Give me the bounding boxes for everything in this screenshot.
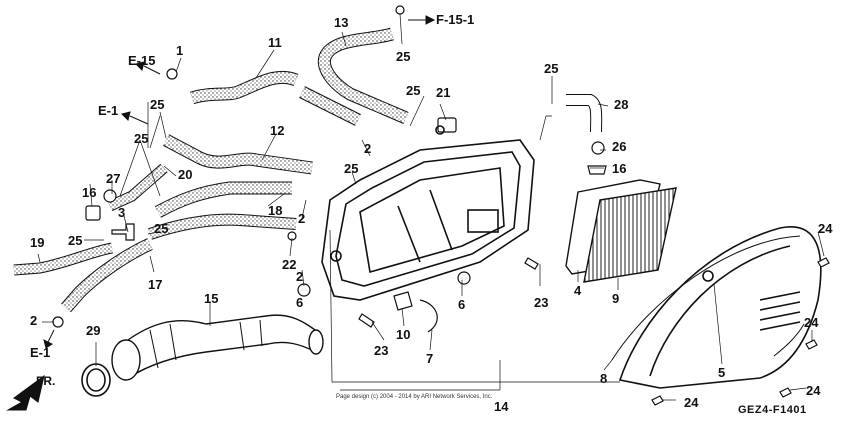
part-label-24: 24 <box>806 383 821 398</box>
fittings <box>52 5 607 328</box>
part-label-25: 25 <box>68 233 83 248</box>
part-label-10: 10 <box>396 327 411 342</box>
part-label-2: 2 <box>364 141 372 156</box>
reference-e-1[interactable]: E-1 <box>98 103 119 118</box>
part-label-6: 6 <box>458 297 466 312</box>
diagram-code: GEZ4-F1401 <box>738 404 807 416</box>
band-29 <box>81 363 111 397</box>
part-label-1: 1 <box>176 43 184 58</box>
part-label-24: 24 <box>684 395 699 410</box>
bolts <box>358 257 830 406</box>
part-label-5: 5 <box>718 365 726 380</box>
filter-element <box>583 187 677 283</box>
part-label-4: 4 <box>574 283 582 298</box>
part-label-29: 29 <box>86 323 101 338</box>
part-label-8: 8 <box>600 371 608 386</box>
hose-13 <box>317 27 409 124</box>
part-label-25: 25 <box>406 83 421 98</box>
part-label-7: 7 <box>426 351 434 366</box>
part-label-26: 26 <box>612 139 627 154</box>
part-label-18: 18 <box>268 203 283 218</box>
front-direction-label: FR. <box>36 374 56 388</box>
part-label-17: 17 <box>148 277 163 292</box>
hose-28 <box>566 94 603 133</box>
part-label-11: 11 <box>268 35 282 50</box>
part-label-25: 25 <box>134 131 149 146</box>
part-label-25: 25 <box>396 49 411 64</box>
part-label-13: 13 <box>334 15 349 30</box>
part-label-23: 23 <box>534 295 549 310</box>
part-label-15: 15 <box>204 291 219 306</box>
seal-8 <box>611 235 801 361</box>
part-label-14: 14 <box>494 399 509 414</box>
reference-arrows <box>43 15 436 349</box>
air-cleaner-cover <box>618 225 822 389</box>
part-label-22: 22 <box>282 257 297 272</box>
part-label-9: 9 <box>612 291 620 306</box>
part-label-20: 20 <box>178 167 193 182</box>
part-label-6: 6 <box>296 295 304 310</box>
air-cleaner-case <box>321 125 535 301</box>
hose-18 <box>148 181 297 240</box>
part-label-2: 2 <box>30 313 38 328</box>
part-label-2: 2 <box>296 269 304 284</box>
part-label-24: 24 <box>804 315 819 330</box>
hose-19 <box>13 242 114 276</box>
part-label-2: 2 <box>298 211 306 226</box>
reference-e-15[interactable]: E-15 <box>128 53 156 68</box>
reference-f-15-1[interactable]: F-15-1 <box>436 12 475 27</box>
part-label-12: 12 <box>270 123 285 138</box>
leader-lines <box>37 13 825 401</box>
part-label-3: 3 <box>118 205 126 220</box>
part-label-28: 28 <box>614 97 629 112</box>
hose-12 <box>162 134 313 175</box>
part-label-25: 25 <box>344 161 359 176</box>
hose-11 <box>189 70 361 126</box>
copyright-notice: Page design (c) 2004 - 2014 by ARI Netwo… <box>336 394 493 400</box>
part-label-21: 21 <box>436 85 451 100</box>
part-label-25: 25 <box>154 221 169 236</box>
part-label-16: 16 <box>82 185 97 200</box>
reference-e-1[interactable]: E-1 <box>30 345 51 360</box>
connecting-tube <box>111 314 324 381</box>
part-label-25: 25 <box>544 61 559 76</box>
part-label-24: 24 <box>818 221 833 236</box>
part-label-25: 25 <box>150 97 165 112</box>
part-label-16: 16 <box>612 161 627 176</box>
part-label-19: 19 <box>30 235 45 250</box>
part-label-27: 27 <box>106 171 121 186</box>
hose-17 <box>61 238 153 313</box>
front-direction-arrow <box>6 374 45 411</box>
part-label-23: 23 <box>374 343 389 358</box>
